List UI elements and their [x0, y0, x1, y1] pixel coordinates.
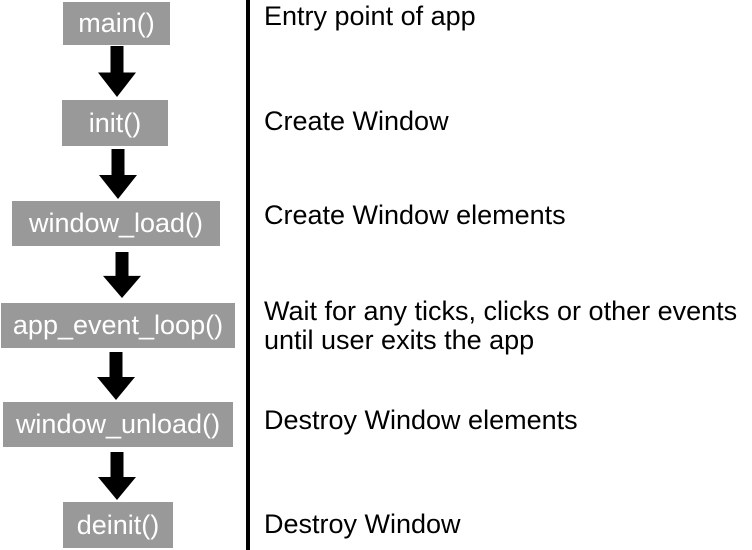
flow-box-app-event-loop: app_event_loop()	[1, 303, 235, 348]
flow-box-label: main()	[78, 8, 155, 38]
flow-box-main: main()	[63, 2, 170, 45]
flow-box-label: deinit()	[76, 509, 160, 540]
column-divider	[246, 0, 250, 550]
step-description: Create Window elements	[264, 200, 566, 230]
arrow-down-icon	[99, 149, 137, 199]
flow-box-window-unload: window_unload()	[3, 402, 233, 447]
flow-box-deinit: deinit()	[63, 502, 173, 548]
flow-box-label: window_load()	[28, 208, 204, 238]
step-description: Wait for any ticks, clicks or other even…	[264, 296, 738, 355]
arrow-down-icon	[97, 352, 135, 400]
flow-box-window-load: window_load()	[12, 201, 220, 246]
arrow-down-icon	[98, 46, 136, 97]
step-description: Destroy Window elements	[264, 405, 578, 435]
flow-box-label: init()	[88, 107, 142, 138]
step-description: Entry point of app	[264, 1, 476, 31]
flow-box-label: app_event_loop()	[12, 310, 224, 340]
arrow-down-icon	[103, 252, 141, 298]
flow-box-label: window_unload()	[15, 409, 221, 439]
flow-box-init: init()	[62, 100, 168, 146]
step-description: Destroy Window	[264, 509, 461, 539]
step-description: Create Window	[264, 106, 449, 136]
arrow-down-icon	[98, 452, 136, 500]
